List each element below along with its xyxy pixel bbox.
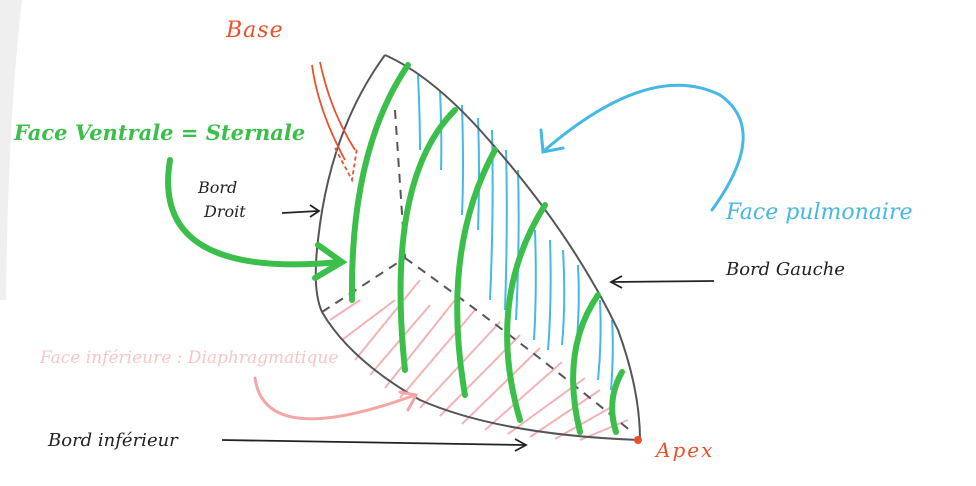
apex-dot [634, 436, 642, 444]
heart-outline [314, 54, 641, 441]
bord-droit-label-line1: Bord [198, 178, 238, 197]
inferior-face-arrow [253, 376, 419, 421]
background-panel [0, 0, 22, 300]
apex-label: Apex [656, 438, 715, 462]
inferior-face-hatching [329, 279, 629, 441]
base-arrow [311, 61, 358, 183]
pulmonary-face-arrow [539, 83, 745, 212]
bord-gauche-arrow [609, 275, 715, 289]
bord-inferieur-label: Bord inférieur [48, 430, 178, 451]
base-label: Base [226, 18, 284, 43]
ventral-face-strokes [348, 62, 625, 435]
bord-droit-arrow [281, 204, 321, 218]
face-inferieure-label: Face inférieure : Diaphragmatique [40, 348, 339, 368]
bord-droit-label-line2: Droit [204, 202, 246, 221]
bord-gauche-label: Bord Gauche [726, 259, 845, 280]
face-ventrale-label: Face Ventrale = Sternale [14, 120, 306, 145]
hidden-edges [321, 109, 633, 433]
face-pulmonaire-label: Face pulmonaire [726, 200, 913, 225]
ventral-face-arrow [165, 157, 348, 281]
pulmonary-face-lines [417, 74, 614, 391]
bord-inferieur-arrow [221, 438, 528, 452]
